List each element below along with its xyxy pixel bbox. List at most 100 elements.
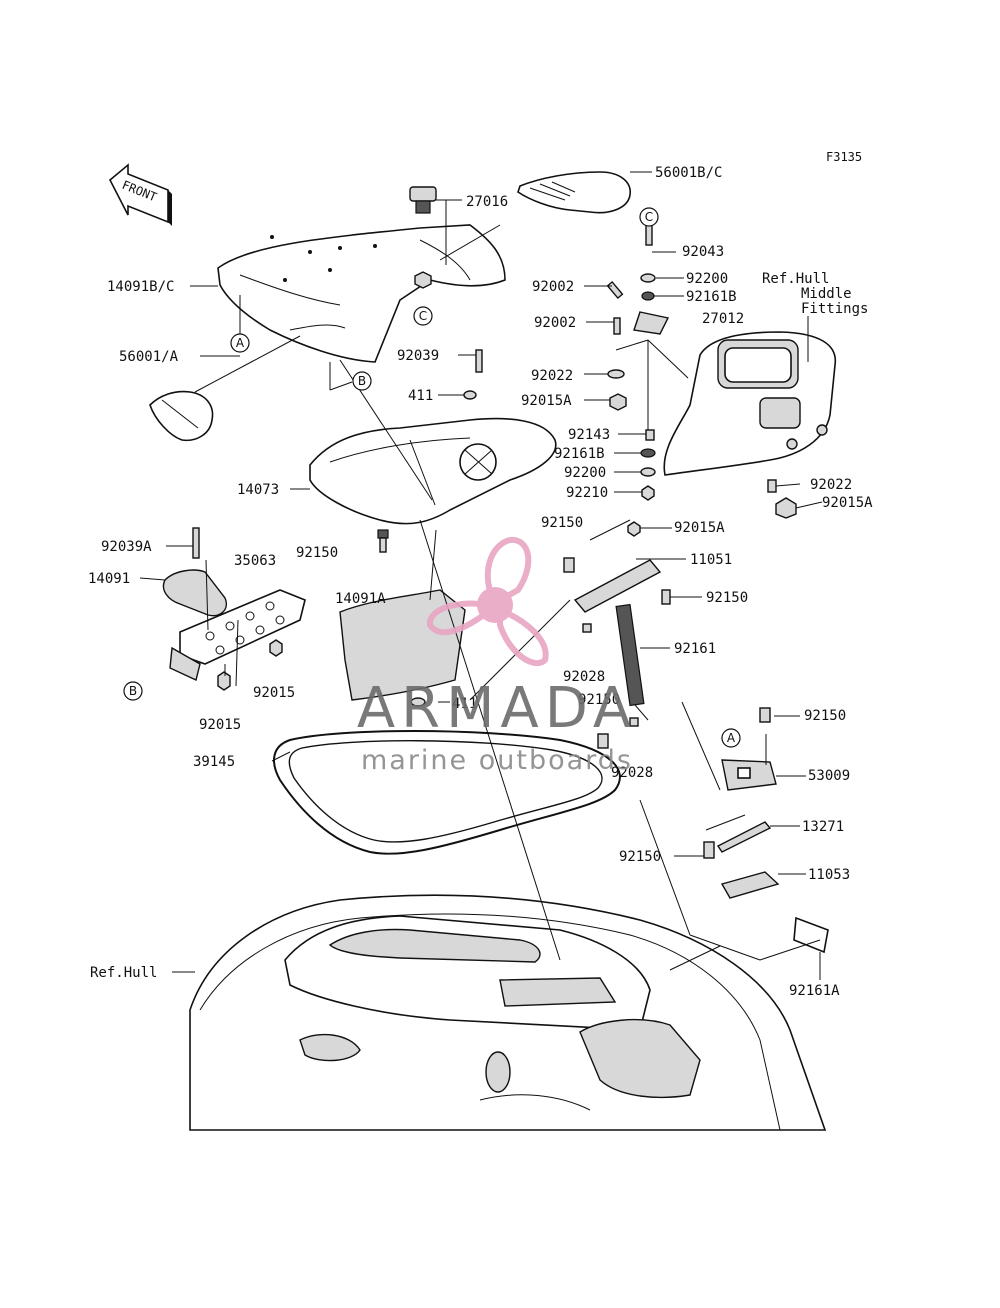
fastener-27016 <box>409 186 437 214</box>
pin-92039a <box>192 527 200 559</box>
label-14091bc: 14091B/C <box>107 279 174 295</box>
label-92028-a: 92028 <box>563 669 605 685</box>
label-92015a-a: 92015A <box>521 393 572 409</box>
label-14091: 14091 <box>88 571 130 587</box>
label-92161a: 92161A <box>789 983 840 999</box>
collar-92028-b <box>629 717 639 727</box>
label-92022-b: 92022 <box>810 477 852 493</box>
svg-text:B: B <box>358 374 366 388</box>
label-92015-a: 92015 <box>253 685 295 701</box>
callout-b-1: B <box>352 371 372 391</box>
washer-92161b-lower <box>640 448 656 458</box>
label-92150-e: 92150 <box>804 708 846 724</box>
washer-92022-b <box>767 479 777 493</box>
nut-92015-b <box>217 671 231 691</box>
label-92210: 92210 <box>566 485 608 501</box>
label-92150-a: 92150 <box>541 515 583 531</box>
bolt-92002-b <box>613 317 621 335</box>
label-11053: 11053 <box>808 867 850 883</box>
nut-92015a-a <box>609 393 627 411</box>
svg-text:C: C <box>645 210 653 224</box>
label-92150-b: 92150 <box>296 545 338 561</box>
latch-53009 <box>721 759 777 791</box>
label-11051: 11051 <box>690 552 732 568</box>
rod-13271 <box>716 821 772 853</box>
figure-code: F3135 <box>826 150 862 164</box>
armada-watermark: ARMADA marine outboards <box>357 536 637 776</box>
washer-92161b-upper <box>641 291 655 301</box>
bolt-92150-f <box>703 841 715 859</box>
washer-92200-lower <box>640 467 656 477</box>
svg-text:A: A <box>236 336 245 350</box>
svg-text:A: A <box>727 731 736 745</box>
label-92002-a: 92002 <box>532 279 574 295</box>
washer-92022-a <box>607 369 625 379</box>
label-92143: 92143 <box>568 427 610 443</box>
label-27016: 27016 <box>466 194 508 210</box>
label-411-b: 411 <box>452 696 477 712</box>
label-56001a: 56001/A <box>119 349 179 365</box>
handle-56001bc <box>517 171 631 214</box>
label-92161: 92161 <box>674 641 716 657</box>
label-92150-d: 92150 <box>578 692 620 708</box>
propeller-logo-icon <box>427 536 549 667</box>
label-92039: 92039 <box>397 348 439 364</box>
leader-lines <box>139 171 823 980</box>
label-14073: 14073 <box>237 482 279 498</box>
handle-56001a <box>149 390 214 442</box>
label-27012: 27012 <box>702 311 744 327</box>
bolt-92002-a <box>606 280 624 300</box>
label-92022-a: 92022 <box>531 368 573 384</box>
bolt-92150-d <box>597 733 609 749</box>
label-14091a: 14091A <box>335 591 386 607</box>
ref-hull-label: Ref.Hull <box>90 965 157 981</box>
callout-c-2: C <box>639 207 659 227</box>
cushion-14091 <box>162 569 227 617</box>
callout-b-2: B <box>123 681 143 701</box>
label-92015a-b: 92015A <box>822 495 873 511</box>
bolt-92150-b <box>377 529 389 553</box>
label-92150-c: 92150 <box>706 590 748 606</box>
front-arrow-icon: FRONT <box>108 163 172 226</box>
bolt-92150-a <box>563 557 575 573</box>
bolt-92150-e <box>759 707 771 723</box>
label-92161a <box>793 916 829 954</box>
washer-411-lower <box>410 697 426 707</box>
label-13271: 13271 <box>802 819 844 835</box>
step-plate-35063 <box>169 589 306 681</box>
label-92043: 92043 <box>682 244 724 260</box>
nut-92210 <box>641 485 655 501</box>
washer-411-upper <box>463 390 477 400</box>
callout-c-1: C <box>413 306 433 326</box>
damper-92161 <box>615 603 649 721</box>
label-35063: 35063 <box>234 553 276 569</box>
washer-92200-upper <box>640 273 656 283</box>
label-92015a-c: 92015A <box>674 520 725 536</box>
svg-text:C: C <box>419 309 427 323</box>
seat-cover-upper <box>217 224 506 363</box>
svg-text:B: B <box>129 684 137 698</box>
hull <box>189 894 827 1131</box>
part-labels: 56001B/C 27016 14091B/C 92043 92200 9200… <box>88 165 873 999</box>
label-92200-a: 92200 <box>686 271 728 287</box>
bracket-11051 <box>573 559 662 613</box>
bracket <box>633 311 670 335</box>
seal-39145 <box>273 730 621 855</box>
callout-a-2: A <box>721 728 741 748</box>
ref-hull-fittings-line3: Fittings <box>801 301 868 317</box>
callout-a-1: A <box>230 333 250 353</box>
nut-92015a-b <box>775 497 797 519</box>
label-92150-f: 92150 <box>619 849 661 865</box>
watermark-tagline: marine outboards <box>361 745 633 776</box>
label-92039a: 92039A <box>101 539 152 555</box>
pin-92039 <box>475 349 483 373</box>
watermark-brand: ARMADA <box>357 676 637 741</box>
label-92015-b: 92015 <box>199 717 241 733</box>
label-92002-b: 92002 <box>534 315 576 331</box>
collar-92028-a <box>582 623 592 633</box>
label-92200-b: 92200 <box>564 465 606 481</box>
label-39145: 39145 <box>193 754 235 770</box>
collar-92143 <box>645 429 655 441</box>
